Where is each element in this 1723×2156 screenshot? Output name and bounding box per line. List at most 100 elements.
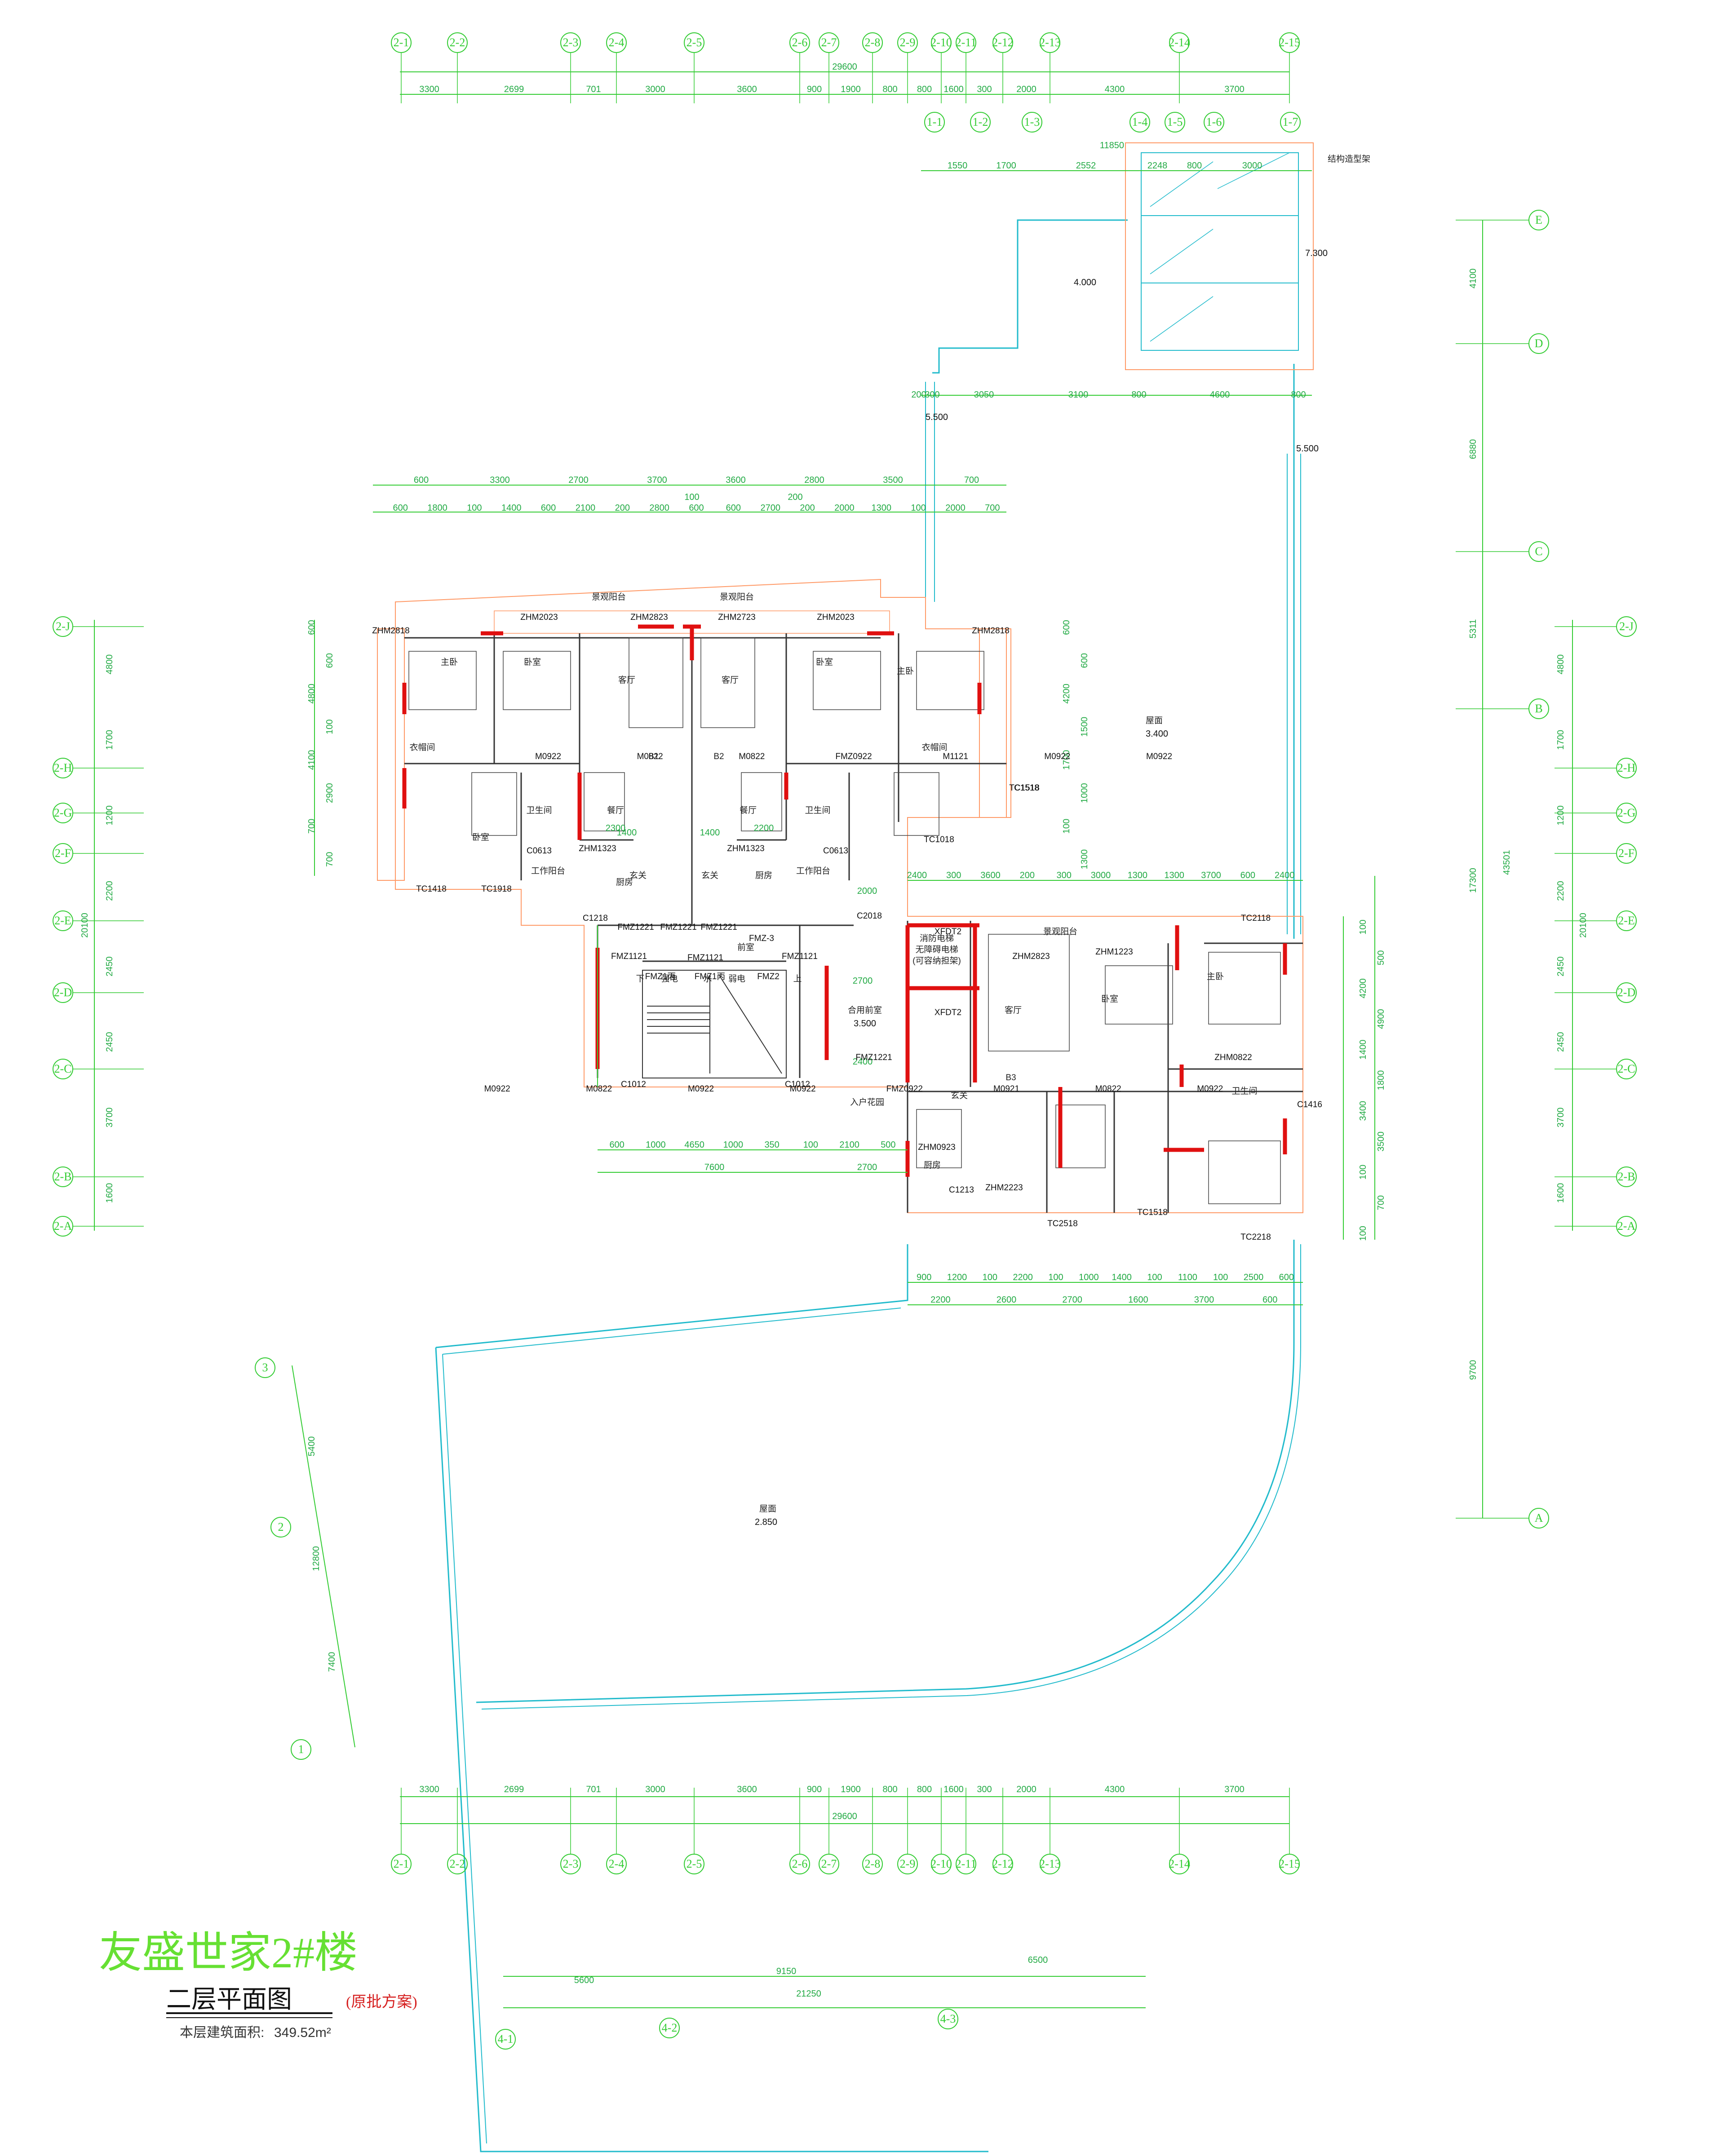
furniture xyxy=(408,637,1281,1204)
dim-roof-row2: 2700 xyxy=(760,503,780,513)
svg-text:2-7: 2-7 xyxy=(821,36,837,49)
svg-text:1-6: 1-6 xyxy=(1206,115,1222,128)
dim-lower-right-row2: 2200 xyxy=(930,1295,951,1305)
axis-top-2-7: 2-7 xyxy=(819,32,839,53)
axis-top-2-4: 2-4 xyxy=(606,32,627,53)
dim-mid-seg: 200 xyxy=(911,390,926,400)
svg-text:2-B: 2-B xyxy=(54,1170,72,1183)
room-b3: 卫生间 xyxy=(1231,1086,1257,1096)
dim-top-seg: 3300 xyxy=(419,84,439,94)
room-b2: 景观阳台 xyxy=(720,592,754,602)
dim-left-vertical: 2200 xyxy=(105,881,115,901)
building-outline xyxy=(395,579,1303,1213)
room-b1: 衣帽间 xyxy=(409,742,435,752)
dim-bottom-seg: 3300 xyxy=(419,1785,439,1794)
dim-bottom-seg: 4300 xyxy=(1105,1785,1125,1794)
room-b2: 主卧 xyxy=(897,666,914,676)
tag-top-row: ZHM2823 xyxy=(630,613,668,622)
svg-text:2-9: 2-9 xyxy=(900,1857,916,1870)
dim-right-inner-total: 20100 xyxy=(1578,913,1588,938)
level-5-500-a: 5.500 xyxy=(926,412,948,422)
svg-text:2-C: 2-C xyxy=(1618,1062,1635,1075)
svg-text:2: 2 xyxy=(278,1520,284,1533)
axis-top-2-14: 2-14 xyxy=(1169,32,1190,53)
dim-sec-seg: 1700 xyxy=(996,161,1016,171)
dim-sec-total: 11850 xyxy=(1100,141,1124,150)
level-5-500-b: 5.500 xyxy=(1296,444,1319,454)
tag-fire-door: FMZ1221 xyxy=(700,923,737,932)
tag-door: M0822 xyxy=(739,752,765,761)
tag-fire-door: FMZ1丙 xyxy=(695,972,726,981)
svg-text:2-12: 2-12 xyxy=(992,1857,1014,1870)
dim-mid-right-row: 1300 xyxy=(1164,870,1184,880)
dim-b3-vertical: 100 xyxy=(1358,1226,1368,1241)
tag-fire-door: FMZ-3 xyxy=(749,934,774,943)
svg-text:2-14: 2-14 xyxy=(1169,1857,1190,1870)
axis-left-2-D: 2-D xyxy=(53,982,73,1003)
tag-door: M0822 xyxy=(637,752,663,761)
tag-top-row: ZHM2723 xyxy=(718,613,755,622)
roof-terrace-parapet xyxy=(435,1244,988,2152)
dim-core: 2300 xyxy=(606,823,626,833)
project-title: 友盛世家2#楼 xyxy=(99,1929,358,1977)
dim-mid-right-row: 2400 xyxy=(1275,870,1295,880)
dim-left-total: 20100 xyxy=(80,913,90,938)
svg-text:2-1: 2-1 xyxy=(394,36,409,49)
dim-lower-right-row1: 1100 xyxy=(1178,1272,1197,1282)
axis-top-2-2: 2-2 xyxy=(447,32,468,53)
axis-bottom-2-15: 2-15 xyxy=(1279,1854,1300,1874)
dim-right-inner: 2200 xyxy=(1556,881,1566,901)
svg-text:2-H: 2-H xyxy=(54,761,72,774)
dim-right-unit: 1300 xyxy=(1080,849,1090,870)
level-2-850: 2.850 xyxy=(755,1517,777,1527)
dim-bottom-seg: 300 xyxy=(977,1785,992,1794)
room-b2: 卫生间 xyxy=(805,805,830,815)
svg-text:2-10: 2-10 xyxy=(930,36,952,49)
svg-text:2-A: 2-A xyxy=(54,1219,72,1233)
axis-top-2-15: 2-15 xyxy=(1279,32,1300,53)
room-core: 强电 xyxy=(661,974,678,984)
dim-lower-right-row2: 2700 xyxy=(1062,1295,1082,1305)
dim-right-inner: 2450 xyxy=(1556,956,1566,976)
axis-right-C: C xyxy=(1528,541,1549,562)
dim-plan-row: 4650 xyxy=(684,1140,704,1150)
svg-text:2-2: 2-2 xyxy=(450,1857,465,1870)
dim-extra: 5600 xyxy=(574,1975,594,1985)
dim-plan-row: 100 xyxy=(803,1140,818,1150)
dim-lower-right-row1: 2200 xyxy=(1013,1272,1033,1282)
axis-top-2-10: 2-10 xyxy=(930,32,952,53)
dim-b3-vertical: 3400 xyxy=(1358,1101,1368,1121)
dim-mid-right-row: 300 xyxy=(946,870,961,880)
tag-bay-window: TC2518 xyxy=(1047,1219,1078,1228)
dim-right-vertical: 6880 xyxy=(1468,439,1478,459)
dim-mid-right-row: 3700 xyxy=(1201,870,1221,880)
dim-bottom-seg: 800 xyxy=(917,1785,932,1794)
dim-right-vertical: 17300 xyxy=(1468,868,1478,893)
tag-fire-door: FMZ2 xyxy=(757,972,780,981)
dim-roof-row2: 200 xyxy=(615,503,630,513)
room-core: 无障碍电梯 xyxy=(915,945,958,954)
tag-fire-door: FMZ1221 xyxy=(660,923,696,932)
tag-side: ZHM2818 xyxy=(972,626,1009,636)
svg-text:B: B xyxy=(1535,702,1542,715)
dim-top-seg: 4300 xyxy=(1105,84,1125,94)
dim-bottom-seg: 2699 xyxy=(504,1785,524,1794)
dim-mid-right-row: 3000 xyxy=(1091,870,1111,880)
tag-b3: ZHM1223 xyxy=(1095,947,1133,957)
dim-sec-seg: 3000 xyxy=(1242,161,1262,171)
dim-left-inner: 700 xyxy=(325,852,335,866)
room-b1: 厨房 xyxy=(616,877,633,887)
tag-fire-door: FMZ1221 xyxy=(855,1053,892,1062)
room-b3: 主卧 xyxy=(1207,972,1224,981)
dim-extra: 9150 xyxy=(776,1966,797,1976)
tag-door: M0922 xyxy=(1146,752,1172,761)
room-b3: 卧室 xyxy=(1101,994,1118,1004)
axis-bubbles: 2-12-12-22-22-32-32-42-42-52-52-62-62-72… xyxy=(53,32,1637,2050)
dim-sec-seg: 2248 xyxy=(1147,161,1168,171)
dim-mid-seg: 4600 xyxy=(1210,390,1230,400)
dim-left-inner: 2900 xyxy=(325,783,335,803)
dim-lower-right-row1: 2500 xyxy=(1244,1272,1264,1282)
dim-roof-row2: 2800 xyxy=(649,503,669,513)
axis-extra-4-2: 4-2 xyxy=(659,2018,680,2038)
level-markers: 7.300 4.000 5.500 5.500 3.400 3.500 2.85… xyxy=(755,154,1370,1527)
